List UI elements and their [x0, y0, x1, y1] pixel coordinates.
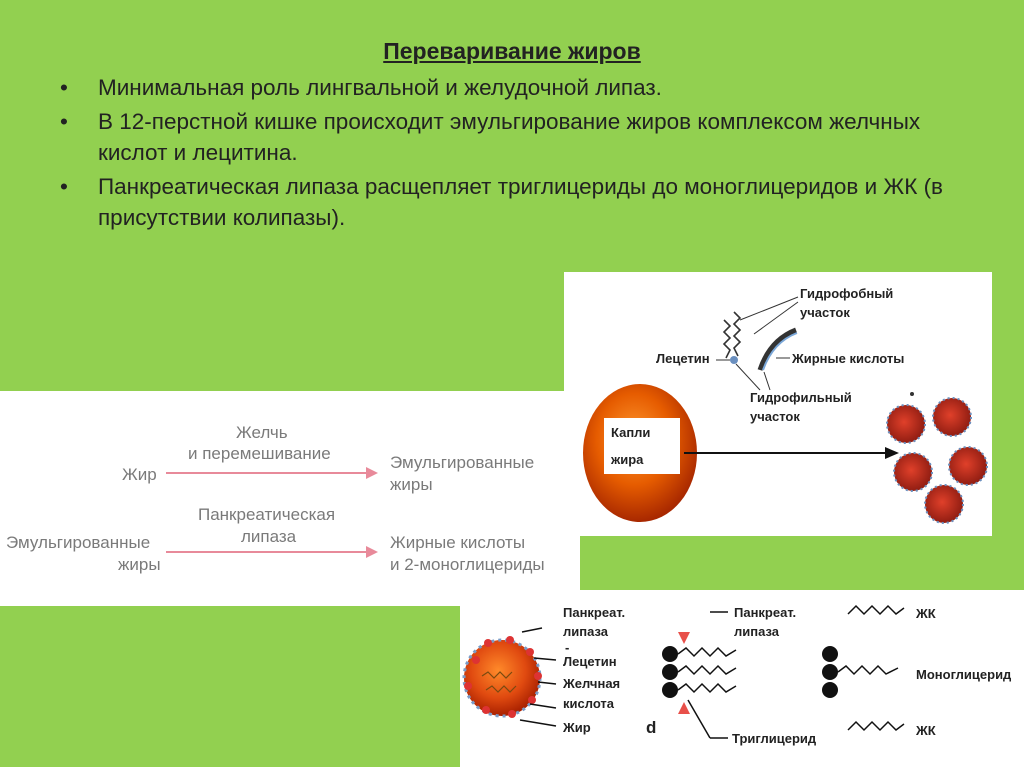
fa-top-label: ЖК: [916, 606, 936, 621]
lecithin-tail-2: [722, 319, 732, 359]
lipase-label-1b: липаза: [563, 624, 609, 639]
fatty-acid-curve: [757, 327, 797, 371]
hydrophobic-label-1: Гидрофобный: [800, 286, 894, 301]
bullet-list: Минимальная роль лингвальной и желудочно…: [58, 72, 958, 236]
lipase-marker-top: [678, 632, 690, 644]
scheme-mixing: и перемешивание: [188, 444, 331, 463]
scheme-lipase: липаза: [241, 527, 297, 546]
scheme-bile: Желчь: [236, 423, 288, 442]
pointer-hydrophilic-1: [735, 363, 761, 391]
pointer-hydrophobic-2: [753, 301, 799, 335]
scheme-emulsified-1: Эмульгированные: [390, 453, 535, 472]
monoglyceride-label: Моноглицерид: [916, 667, 1012, 682]
lipase-label-2a: Панкреат.: [734, 605, 797, 620]
dash-label: -: [565, 640, 570, 655]
hydrophobic-label-2: участок: [800, 305, 850, 320]
scheme-fatty-acids: Жирные кислоты: [390, 533, 526, 552]
lecithin-head: [730, 356, 738, 364]
lecithin-label: Лецетин: [656, 351, 710, 366]
hydrophilic-label-1: Гидрофильный: [750, 390, 852, 405]
bile-acid-label-1: Желчная: [563, 676, 621, 691]
scheme-emulsified-1b: жиры: [390, 475, 433, 494]
lipase-label-1a: Панкреат.: [563, 605, 626, 620]
scheme-arrow-2: [166, 546, 378, 558]
digestion-scheme: Жир Желчь и перемешивание Эмульгированны…: [0, 391, 580, 606]
scheme-monoglycerides: и 2-моноглицериды: [390, 555, 545, 574]
fat-label: Жир: [563, 720, 591, 735]
droplet-label-box: [604, 418, 680, 474]
lipase-marker-bottom: [678, 702, 690, 714]
hydrolysis-graphics: [462, 604, 905, 739]
dot: [910, 392, 914, 396]
scheme-emulsified-2: Эмульгированные: [6, 533, 151, 552]
lecithin-tail-1: [732, 311, 742, 357]
scheme-emulsified-2b: жиры: [118, 555, 161, 574]
bullet-item: Минимальная роль лингвальной и желудочно…: [58, 72, 958, 103]
fatty-acid-curve-blue: [762, 332, 798, 371]
lecithin-label-2: Лецетин: [563, 654, 617, 669]
pointer-hydrophilic-2: [763, 371, 771, 391]
hydrophilic-label-2: участок: [750, 409, 800, 424]
droplet-label-1: Капли: [611, 425, 651, 440]
bullet-item: В 12-перстной кишке происходит эмульгиро…: [58, 106, 958, 168]
micelle-diagram: Капли жира Гидрофобный участок Лецетин Ж…: [564, 272, 992, 536]
slide-title: Переваривание жиров: [383, 38, 641, 64]
fatty-acids-label: Жирные кислоты: [792, 351, 905, 366]
scheme-fat: Жир: [122, 465, 157, 484]
triglyceride-label: Триглицерид: [732, 731, 817, 746]
bile-acid-label-2: кислота: [563, 696, 615, 711]
fa-bottom-label: ЖК: [916, 723, 936, 738]
lipase-label-2b: липаза: [734, 624, 780, 639]
d-label: d: [646, 718, 657, 737]
scheme-arrow-1: [166, 467, 378, 479]
pointer-hydrophobic: [739, 296, 799, 321]
droplet-arrow-head: [885, 447, 899, 459]
droplet-label-2: жира: [611, 452, 644, 467]
bullet-item: Панкреатическая липаза расщепляет тригли…: [58, 171, 958, 233]
scheme-pancreatic: Панкреатическая: [198, 505, 336, 524]
micelle-cluster: [886, 397, 988, 524]
hydrolysis-diagram: Панкреат. липаза - Лецетин Желчная кисло…: [460, 590, 1024, 767]
